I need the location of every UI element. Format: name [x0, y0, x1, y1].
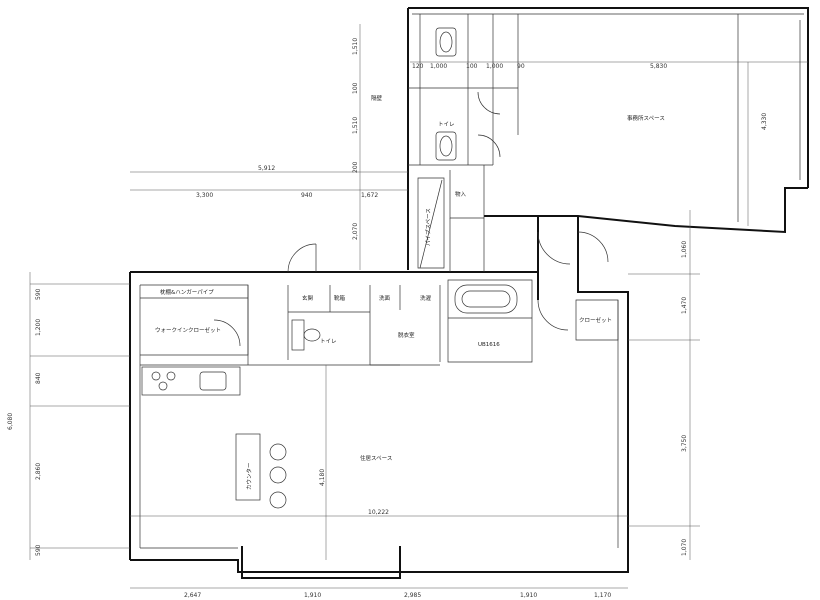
shoe-box-label: 靴箱: [334, 294, 346, 302]
dim-bot-2985: 2,985: [404, 592, 421, 599]
counter-label: カウンター: [245, 462, 253, 490]
dim-left-590b: 590: [35, 544, 42, 556]
closet-label: クローゼット: [579, 316, 612, 324]
dim-left-2860: 2,860: [35, 463, 42, 480]
living-space-label: 住居スペース: [360, 454, 392, 462]
laundry-label: 洗濯: [420, 294, 432, 302]
dim-bot-2647: 2,647: [184, 592, 201, 599]
dim-seg-1672: 1,672: [361, 192, 378, 199]
dim-bot-1910a: 1,910: [304, 592, 321, 599]
dim-top-1510a: 1,510: [352, 38, 359, 55]
storage-label: 物入: [455, 190, 467, 198]
shelf-label: 枕棚&ハンガーパイプ: [160, 288, 214, 296]
island-counter: [235, 433, 287, 509]
walk-in-closet-label: ウォークインクローゼット: [155, 326, 221, 334]
dim-left-1200: 1,200: [35, 319, 42, 336]
dressing-room-label: 脱衣室: [398, 331, 415, 339]
dim-bot-1910b: 1,910: [520, 592, 537, 599]
office-toilet-bottom: [435, 131, 457, 161]
dim-row-1000b: 1,000: [486, 63, 503, 70]
door-swings: [213, 91, 609, 347]
dim-right-1060: 1,060: [681, 241, 688, 258]
office-toilet-top: [435, 27, 457, 57]
wash-basin-label: 洗面: [379, 294, 391, 302]
entrance-label: 玄関: [302, 294, 314, 302]
dim-top-1510b: 1,510: [352, 117, 359, 134]
dim-right-1070: 1,070: [681, 539, 688, 556]
office-space-label: 事務所スペース: [627, 114, 665, 122]
dim-seg-940: 940: [301, 192, 313, 199]
dim-row-5830: 5,830: [650, 63, 667, 70]
dim-living-4180: 4,180: [319, 469, 326, 486]
office-walls: [407, 7, 809, 270]
pipe-space: [417, 177, 445, 269]
dimension-lines: [29, 24, 808, 589]
interior-partitions: [140, 216, 619, 366]
unit-bath-label: UB1616: [478, 342, 500, 348]
residence-toilet-label: トイレ: [320, 339, 337, 345]
dim-seg-3300: 3,300: [196, 192, 213, 199]
dim-right-1470: 1,470: [681, 297, 688, 314]
office-toilet-label: トイレ: [438, 122, 455, 128]
bathtub: [454, 284, 518, 314]
dim-left-590a: 590: [35, 288, 42, 300]
dim-left-840: 840: [35, 372, 42, 384]
dim-overall-10222: 10,222: [368, 509, 389, 516]
dim-right-3750: 3,750: [681, 435, 688, 452]
pipe-space-label: パイプスペース: [425, 208, 432, 246]
dim-top-2070: 2,070: [352, 223, 359, 240]
kitchen-counter: [141, 366, 241, 396]
dim-top-200: 200: [352, 161, 359, 173]
dim-left-6080: 6,080: [7, 413, 14, 430]
partition-label: 隔壁: [371, 94, 383, 102]
dim-bot-1170: 1,170: [594, 592, 611, 599]
dim-overall-5912: 5,912: [258, 165, 275, 172]
residence-walls: [129, 216, 629, 579]
residence-toilet: [291, 319, 321, 351]
dim-row-120: 120: [412, 63, 424, 70]
dim-row-1000a: 1,000: [430, 63, 447, 70]
dim-row-100: 100: [466, 63, 478, 70]
dim-office-4330: 4,330: [761, 113, 768, 130]
dim-top-100: 100: [352, 82, 359, 94]
dim-row-90: 90: [517, 63, 525, 70]
